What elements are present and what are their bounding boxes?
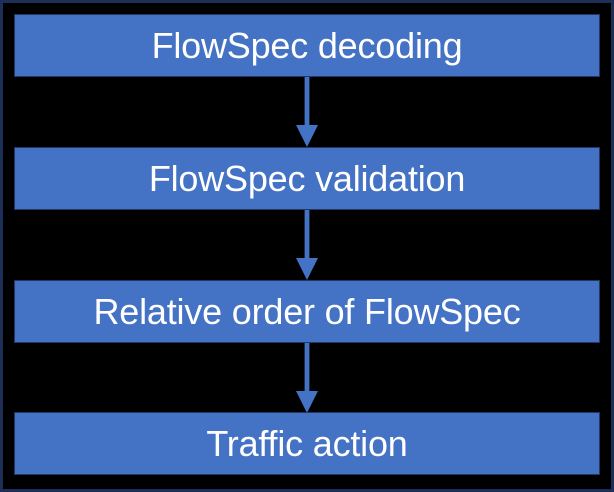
flow-node-label: Relative order of FlowSpec	[93, 290, 521, 332]
flow-node-relative-order-of-flowspec[interactable]: Relative order of FlowSpec	[14, 280, 600, 343]
flowchart-stack: FlowSpec decoding FlowSpec validation Re…	[3, 3, 611, 489]
flow-node-flowspec-validation[interactable]: FlowSpec validation	[14, 147, 600, 210]
flow-node-label: Traffic action	[206, 422, 408, 464]
flow-node-label: FlowSpec decoding	[151, 24, 463, 66]
flow-connector-down-arrow-2	[295, 210, 319, 281]
flow-connector-down-arrow-3	[295, 343, 319, 414]
flow-connector-down-arrow-1	[295, 77, 319, 148]
flow-node-traffic-action[interactable]: Traffic action	[14, 412, 600, 475]
flow-node-flowspec-decoding[interactable]: FlowSpec decoding	[14, 14, 600, 77]
flow-node-label: FlowSpec validation	[148, 157, 466, 199]
